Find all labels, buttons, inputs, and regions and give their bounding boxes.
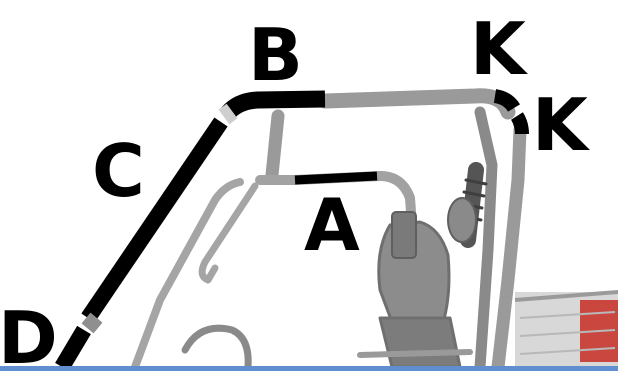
steering-wheel — [185, 328, 248, 367]
seat-bracket — [392, 212, 416, 258]
label-b: B — [248, 13, 303, 97]
lower-cross-bar — [360, 352, 470, 355]
segment-k-lower — [517, 116, 522, 134]
bottom-edge-stripe — [0, 366, 618, 371]
label-d: D — [0, 296, 58, 371]
joint-cd — [86, 318, 98, 328]
label-k-upper: K — [470, 7, 528, 91]
joint-bc — [224, 111, 232, 117]
seat-base — [380, 318, 460, 367]
door-frame — [135, 182, 240, 367]
inner-rear-post — [480, 112, 492, 367]
segment-d — [62, 330, 84, 367]
cargo-bed-background — [515, 292, 618, 367]
headrest — [448, 198, 476, 242]
vertical-strut — [272, 116, 278, 175]
segment-a — [295, 176, 377, 180]
label-c: C — [92, 129, 145, 213]
door-frame-inner — [202, 186, 255, 280]
label-k-lower: K — [532, 83, 590, 167]
label-a: A — [304, 183, 360, 267]
